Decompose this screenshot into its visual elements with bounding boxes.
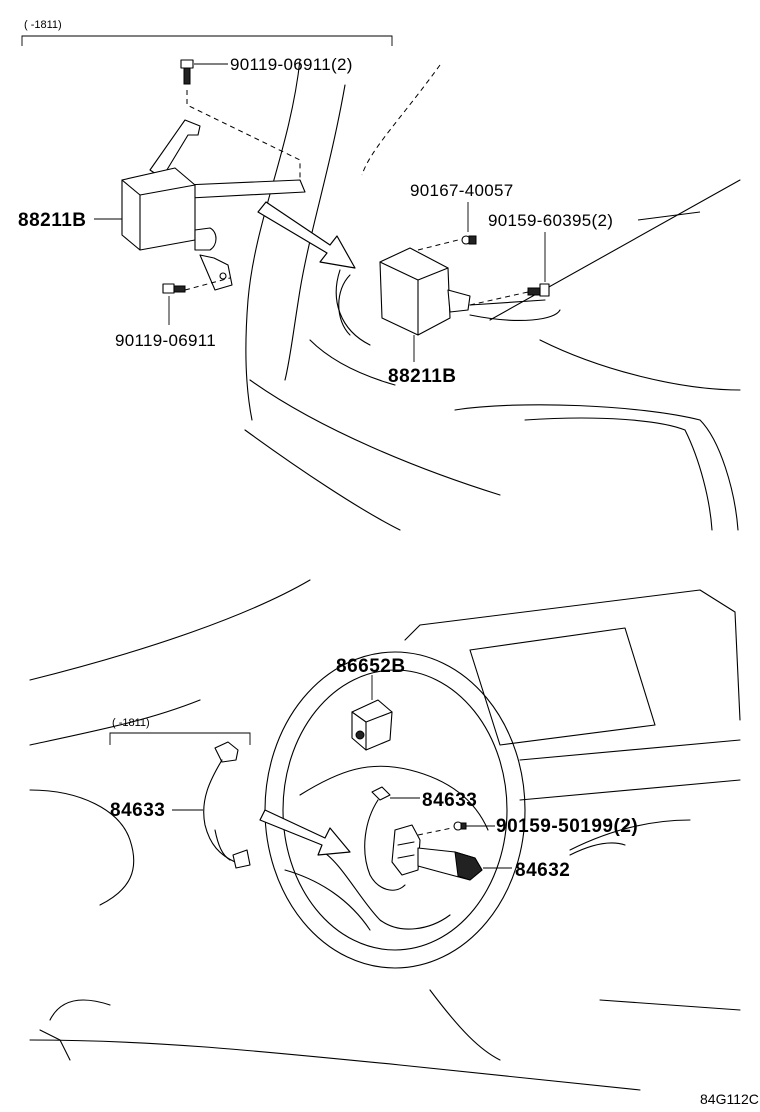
callout-screw: 90159-50199(2) (496, 816, 638, 837)
callout-sensor-right: 88211B (388, 366, 457, 387)
vehicle-front-outline (244, 59, 741, 531)
bolt-icon (461, 235, 477, 245)
dashboard-outline (29, 579, 741, 1091)
callout-sensor: 86652B (336, 656, 406, 677)
callout-bolt-right-b: 90159-60395(2) (488, 211, 613, 230)
bottom-section: ( -1811) 84633 86652B 84633 (29, 579, 741, 1091)
callout-harness-right: 84633 (422, 790, 477, 811)
sensor-mounted-right (338, 247, 561, 336)
callout-bolt-upper: 90119-06911(2) (230, 55, 353, 74)
callout-harness-left: 84633 (110, 800, 165, 821)
bolt-icon (527, 283, 550, 297)
harness-loose-left (203, 741, 251, 869)
figure-code: 84G112C (700, 1091, 759, 1107)
steering-wheel (264, 651, 526, 969)
callout-sensor-left: 88211B (18, 210, 87, 231)
bottom-date-range: ( -1811) (112, 717, 150, 729)
switch-assembly (391, 824, 483, 881)
top-date-range: ( -1811) (24, 19, 62, 31)
sensor-bracket-left (121, 119, 306, 291)
bolt-icon (180, 59, 194, 85)
direction-arrow-icon (259, 809, 351, 856)
bolt-icon (453, 821, 467, 831)
steering-sensor (351, 699, 393, 751)
callout-switch: 84632 (515, 860, 570, 881)
top-date-bracket (21, 35, 393, 46)
harness-mounted (364, 786, 406, 891)
callout-bolt-lower: 90119-06911 (115, 331, 216, 350)
callout-bolt-right-a: 90167-40057 (410, 181, 514, 200)
direction-arrow-icon (257, 201, 356, 269)
top-section: ( -1811) (18, 19, 741, 531)
bolt-icon (162, 283, 186, 294)
